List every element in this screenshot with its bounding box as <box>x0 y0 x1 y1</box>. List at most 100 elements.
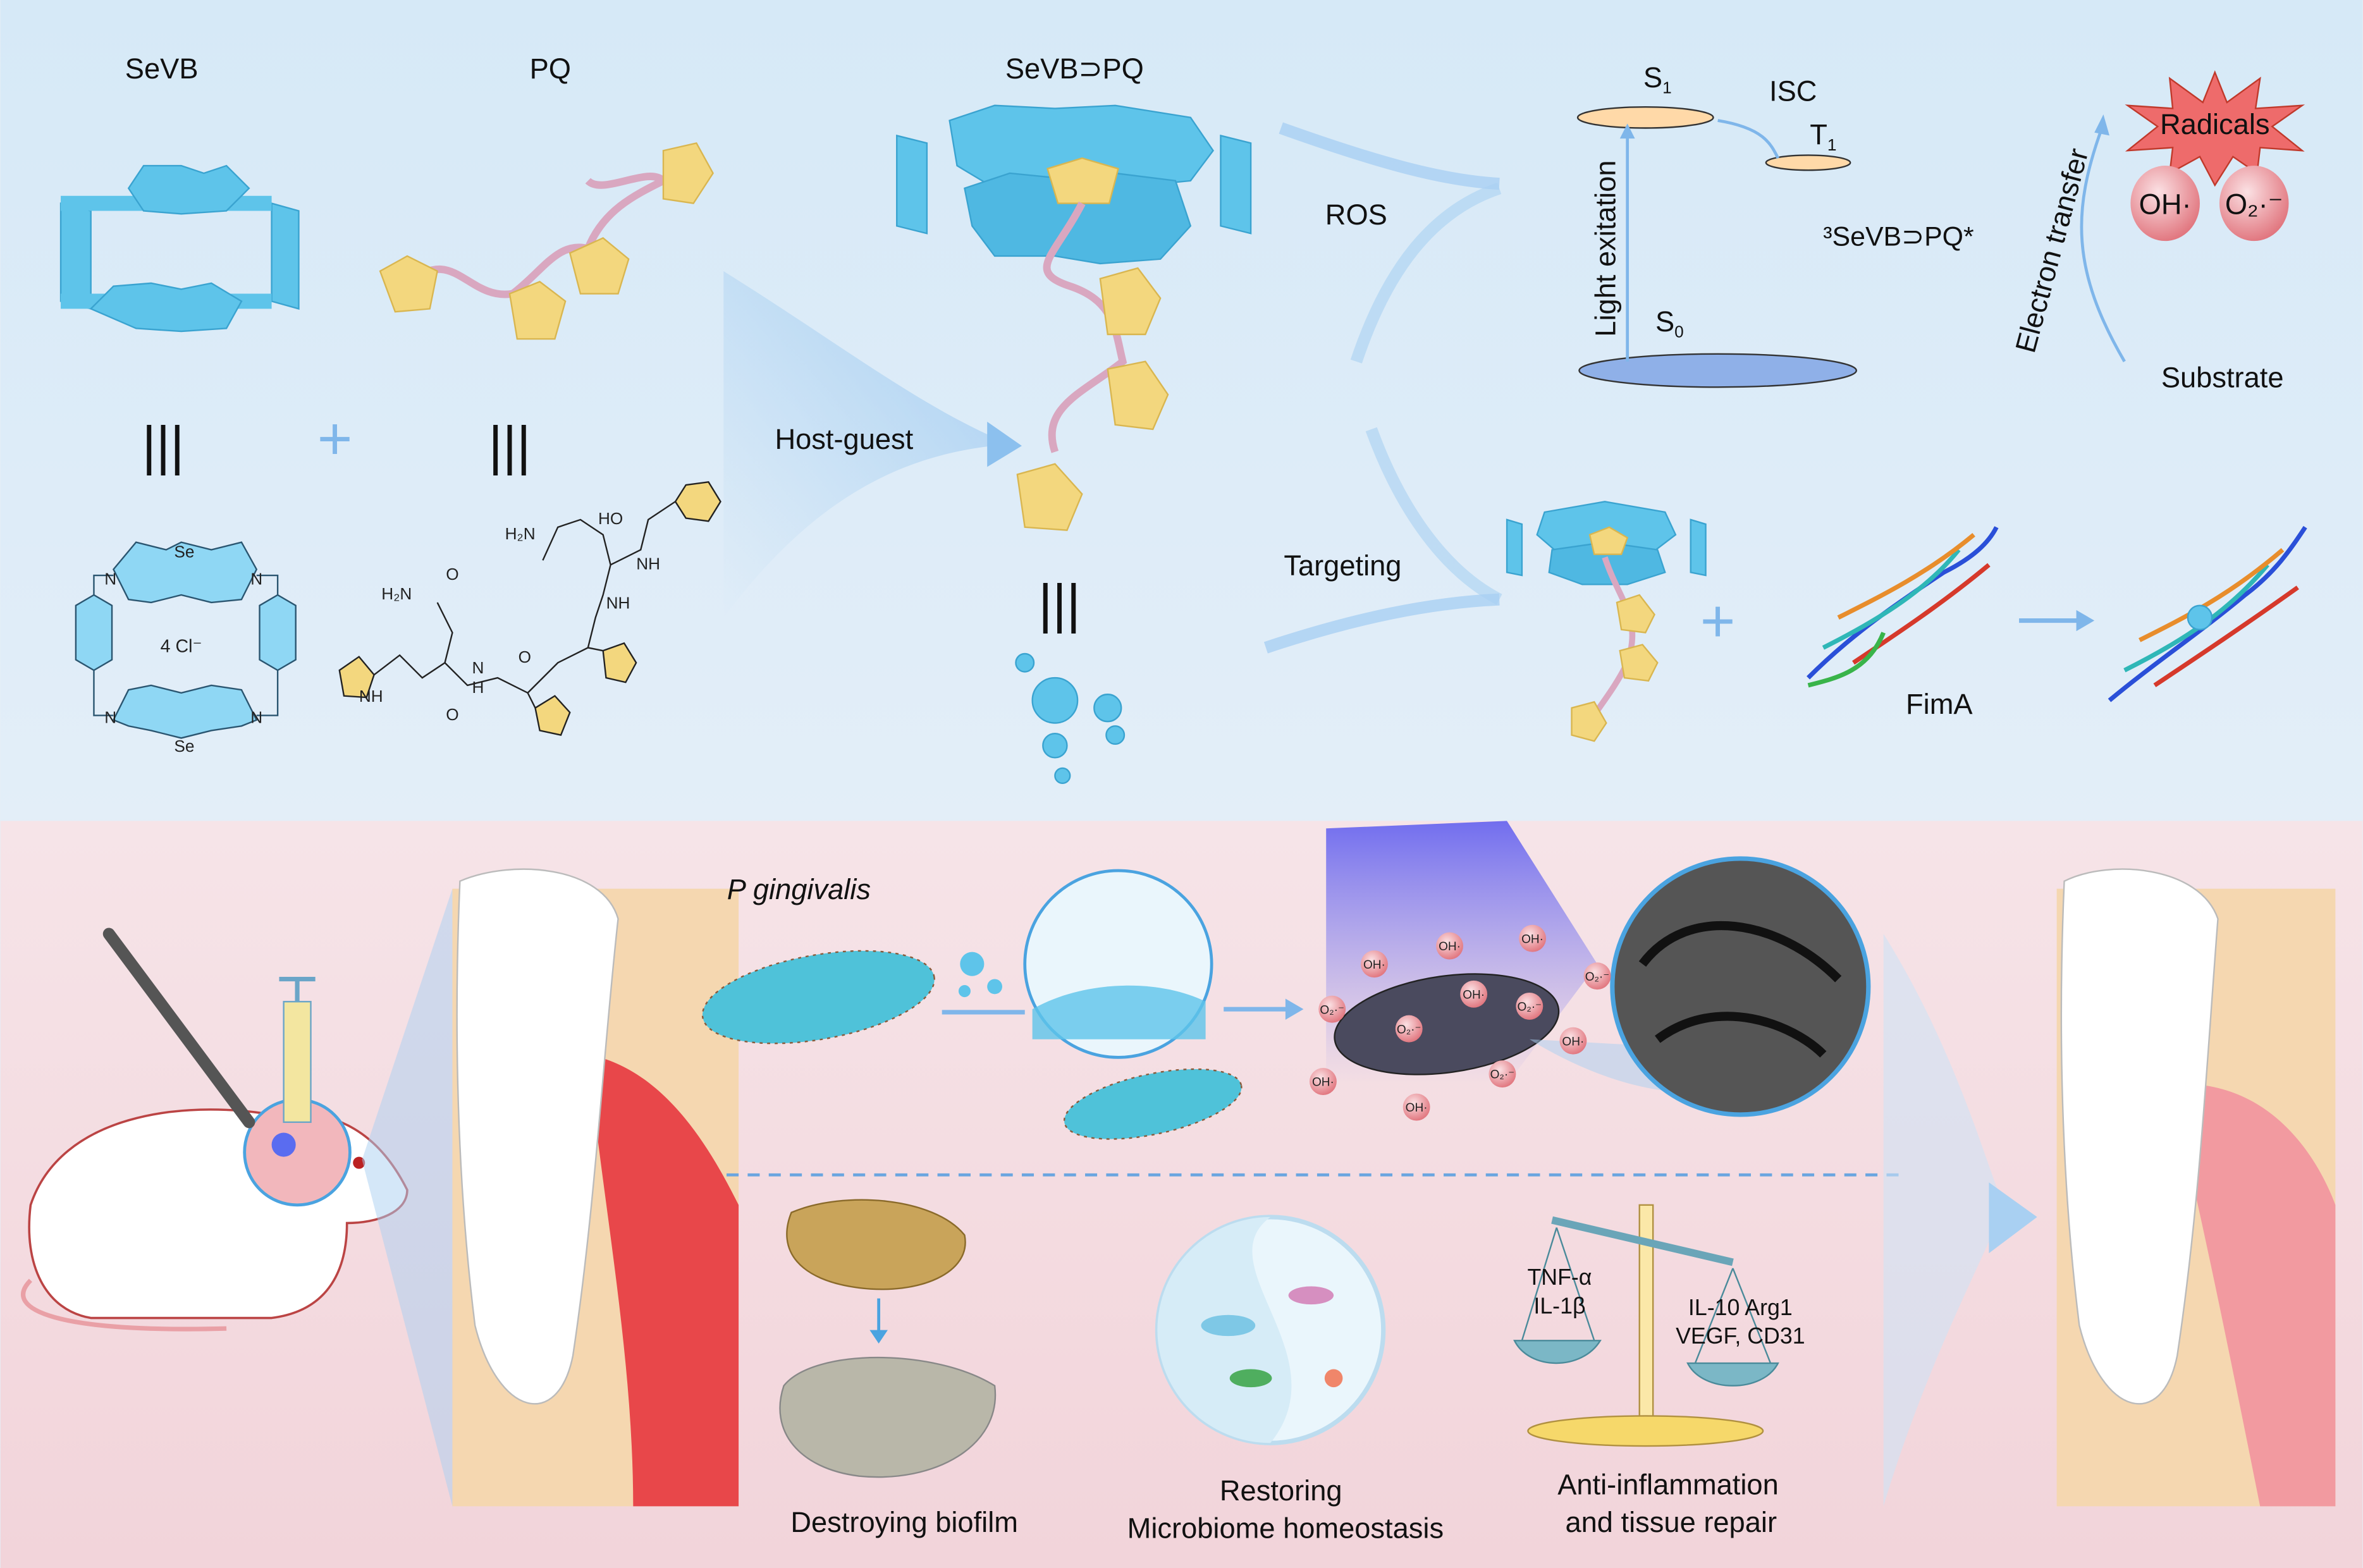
n-label: N <box>104 569 116 588</box>
n-label: N <box>104 708 116 727</box>
host-guest-label: Host-guest <box>775 423 913 455</box>
counterion-label: 4 Cl⁻ <box>161 637 202 657</box>
isc-label: ISC <box>1769 75 1817 107</box>
pq-label: PQ <box>530 52 571 85</box>
ros-bubble <box>1436 932 1463 960</box>
ros-label: ROS <box>1325 199 1387 231</box>
t1-label: T1 <box>1810 119 1836 155</box>
ros-bubble <box>1460 980 1488 1008</box>
complex-small-icon <box>1506 501 1707 742</box>
t1-level <box>1765 154 1851 171</box>
n-label: N <box>250 708 262 727</box>
pq-peptide-icon <box>379 142 714 340</box>
chem-label-n: N <box>472 658 484 677</box>
bacterium-icon <box>1063 1068 1243 1140</box>
radicals-burst-icon <box>2125 70 2305 187</box>
plus-symbol: + <box>317 406 353 473</box>
chem-label-ho: HO <box>598 509 623 528</box>
biofilm-icon <box>786 1199 966 1290</box>
complex-label: SeVB⊃PQ <box>1005 52 1144 85</box>
pq-chemical-structure <box>338 481 721 736</box>
targeting-arrow <box>1263 593 1500 654</box>
bacterium-icon <box>701 950 935 1044</box>
ros-bubble <box>1583 962 1611 990</box>
chem-label-nh: NH <box>606 593 630 612</box>
chem-label-nh: NH <box>636 554 660 573</box>
se-label: Se <box>174 542 194 561</box>
inflammation-label-1: Anti-inflammation <box>1557 1468 1779 1500</box>
energy-diagram <box>1576 106 2126 388</box>
radicals-label: Radicals <box>2160 108 2270 140</box>
chem-label-o: O <box>446 565 458 584</box>
ros-bubble-label: OH· <box>1363 959 1385 972</box>
anti-inflammatory-label-2: VEGF, CD31 <box>1676 1323 1805 1349</box>
ros-bubble <box>1309 1068 1337 1095</box>
oh-radical-bubble <box>2130 166 2200 242</box>
equivalence-symbol: ||| <box>1038 573 1081 634</box>
s1-level <box>1576 106 1714 129</box>
ros-bubble <box>1360 950 1388 978</box>
outcome-arrow <box>1883 934 2004 1507</box>
pro-inflammatory-label-1: TNF-α <box>1527 1265 1592 1290</box>
chem-label-o: O <box>446 705 458 724</box>
isc-arrow <box>1717 119 1780 159</box>
targeting-label: Targeting <box>1284 549 1401 582</box>
anti-inflammatory-label-1: IL-10 Arg1 <box>1688 1295 1793 1320</box>
sevb-macrocycle-icon <box>59 164 300 333</box>
ros-bubble <box>1516 992 1544 1020</box>
balance-scale-icon <box>1513 1204 1779 1447</box>
sem-magnified-view <box>1610 856 1871 1117</box>
complex-3d-icon <box>896 104 1252 531</box>
biofilm-label: Destroying biofilm <box>790 1506 1018 1538</box>
inflammation-label-2: and tissue repair <box>1565 1506 1777 1538</box>
s0-level <box>1578 353 1857 388</box>
ros-bubble <box>1559 1027 1587 1055</box>
oh-radical-label: OH· <box>2139 188 2192 220</box>
ros-bubble <box>1395 1015 1423 1043</box>
light-excitation-label: Light exitation <box>1590 160 1622 336</box>
triplet-state-label: ³SeVB⊃PQ* <box>1823 221 1974 252</box>
fima-label: FimA <box>1906 688 1973 720</box>
host-guest-arrow <box>723 271 1010 618</box>
ros-bubble <box>1488 1060 1516 1088</box>
ros-bubble-label: O₂·⁻ <box>1490 1069 1515 1082</box>
equivalence-symbol: ||| <box>142 415 185 476</box>
magnify-beam <box>362 888 453 1507</box>
arrow-head-icon <box>987 422 1022 467</box>
ros-bubble-label: O₂·⁻ <box>1518 1001 1542 1014</box>
superoxide-bubble <box>2219 166 2289 242</box>
pro-inflammatory-label-2: IL-1β <box>1533 1293 1585 1318</box>
fima-protein-icon <box>1807 526 1999 688</box>
ros-bubble-label: OH· <box>1312 1076 1334 1089</box>
ros-bubble-label: OH· <box>1439 940 1461 953</box>
ros-bubble <box>1318 995 1346 1023</box>
destroyed-biofilm-icon <box>779 1356 997 1478</box>
s0-label: S0 <box>1655 305 1684 341</box>
substrate-label: Substrate <box>2161 361 2284 393</box>
ros-bubble-label: OH· <box>1521 933 1544 946</box>
fima-bound-protein-icon <box>2108 525 2307 702</box>
ros-bubble <box>1402 1093 1430 1121</box>
ros-bubble-label: OH· <box>1406 1101 1428 1115</box>
healthy-tooth-icon <box>2056 868 2336 1507</box>
superoxide-label: O₂·⁻ <box>2225 188 2283 220</box>
ros-bubble <box>1519 924 1547 952</box>
damaged-bacterium-icon <box>1334 973 1560 1075</box>
ros-bubble-label: O₂·⁻ <box>1397 1023 1421 1036</box>
microbiome-label-2: Microbiome homeostasis <box>1127 1512 1444 1544</box>
chem-label-nh: NH <box>359 687 383 706</box>
ros-bubbles: OH·O₂·⁻OH·O₂·⁻OH·O₂·⁻OH·O₂·⁻OH·OH·OH·O₂·… <box>1309 924 1611 1121</box>
ros-bubble-label: OH· <box>1463 988 1485 1001</box>
sevb-label: SeVB <box>125 52 199 85</box>
electron-transfer-arrow <box>2080 127 2126 362</box>
ros-bubble-label: O₂·⁻ <box>1585 971 1610 984</box>
ros-bubble-label: OH· <box>1562 1035 1584 1048</box>
equivalence-symbol: ||| <box>489 415 531 476</box>
sevb-chemical-structure <box>75 541 297 739</box>
ros-arrow <box>1279 122 1500 190</box>
molecule-model-icon <box>1015 652 1126 784</box>
ros-arrow <box>1350 182 1502 364</box>
chem-label-o: O <box>519 647 531 666</box>
targeting-arrow <box>1365 427 1502 605</box>
